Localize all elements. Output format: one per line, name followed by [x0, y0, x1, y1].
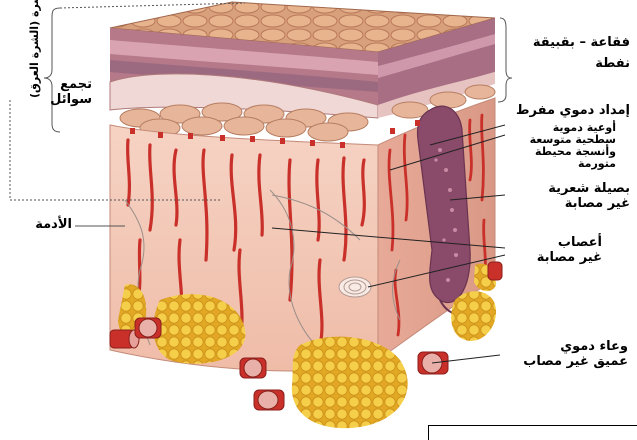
blood-supply-label: إمداد دموي مفرط [500, 104, 630, 119]
deep-vessel-label-line2: عميق غير مصاب [500, 355, 628, 370]
hair-follicle-label: بصيلة شعرية غير مصابة [512, 182, 630, 212]
fluid-accumulation-label: تجمع سوائل [22, 78, 92, 108]
dermis-label: الأدمة [22, 218, 72, 233]
epidermis-label-line1: البشرة [28, 0, 41, 17]
nerves-label-line2: غير مصابة [512, 251, 602, 266]
blister-label-line1: فقاعة – بقبيقة [512, 36, 630, 51]
blister-label-line2: نفطة [512, 57, 630, 72]
caption-box-border [428, 425, 637, 440]
vessels-label-line4: متورمة [518, 158, 616, 170]
nerves-label: أعصاب غير مصابة [512, 236, 602, 266]
follicle-label-line1: بصيلة شعرية [512, 182, 630, 197]
dilated-vessels-label: أوعية دموية سطحية متوسعة وأنسجة محيطة مت… [518, 122, 616, 170]
right-brackets [498, 18, 512, 102]
nerve-corpuscle [339, 277, 371, 297]
follicle-label-line2: غير مصابة [512, 197, 630, 212]
fluid-label-line1: تجمع [22, 78, 92, 93]
blister-label: فقاعة – بقبيقة نفطة [512, 36, 630, 72]
deep-vessel-label-line1: وعاء دموي [500, 340, 628, 355]
fluid-label-line2: سوائل [22, 93, 92, 108]
deep-vessel-label: وعاء دموي عميق غير مصاب [500, 340, 628, 370]
nerves-label-line1: أعصاب [512, 236, 602, 251]
